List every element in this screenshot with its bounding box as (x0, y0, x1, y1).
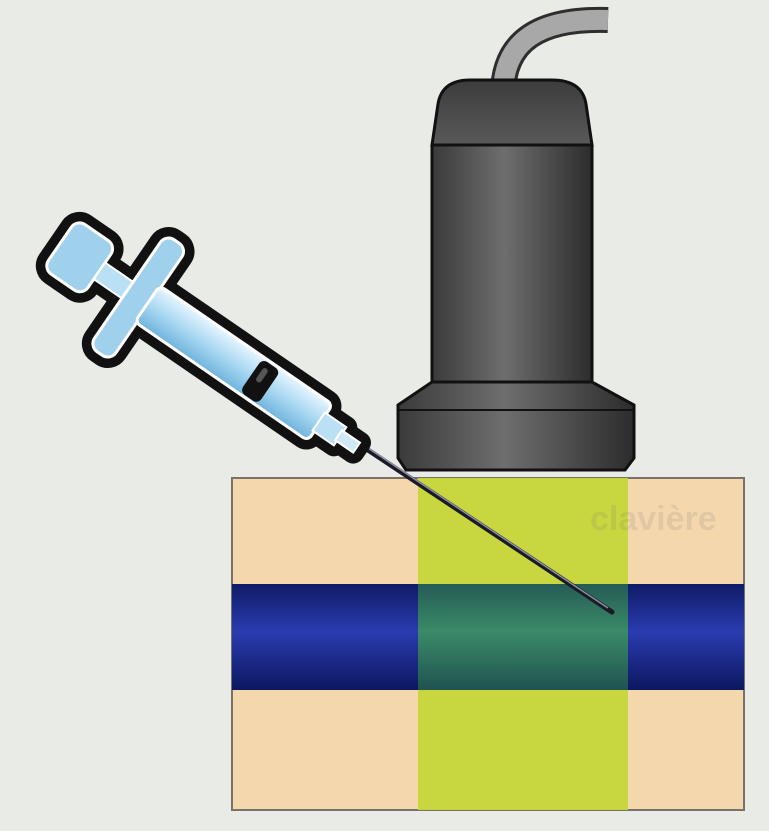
syringe-icon (21, 188, 395, 504)
ultrasound-probe-icon (398, 20, 634, 470)
blood-vessel (232, 584, 744, 690)
